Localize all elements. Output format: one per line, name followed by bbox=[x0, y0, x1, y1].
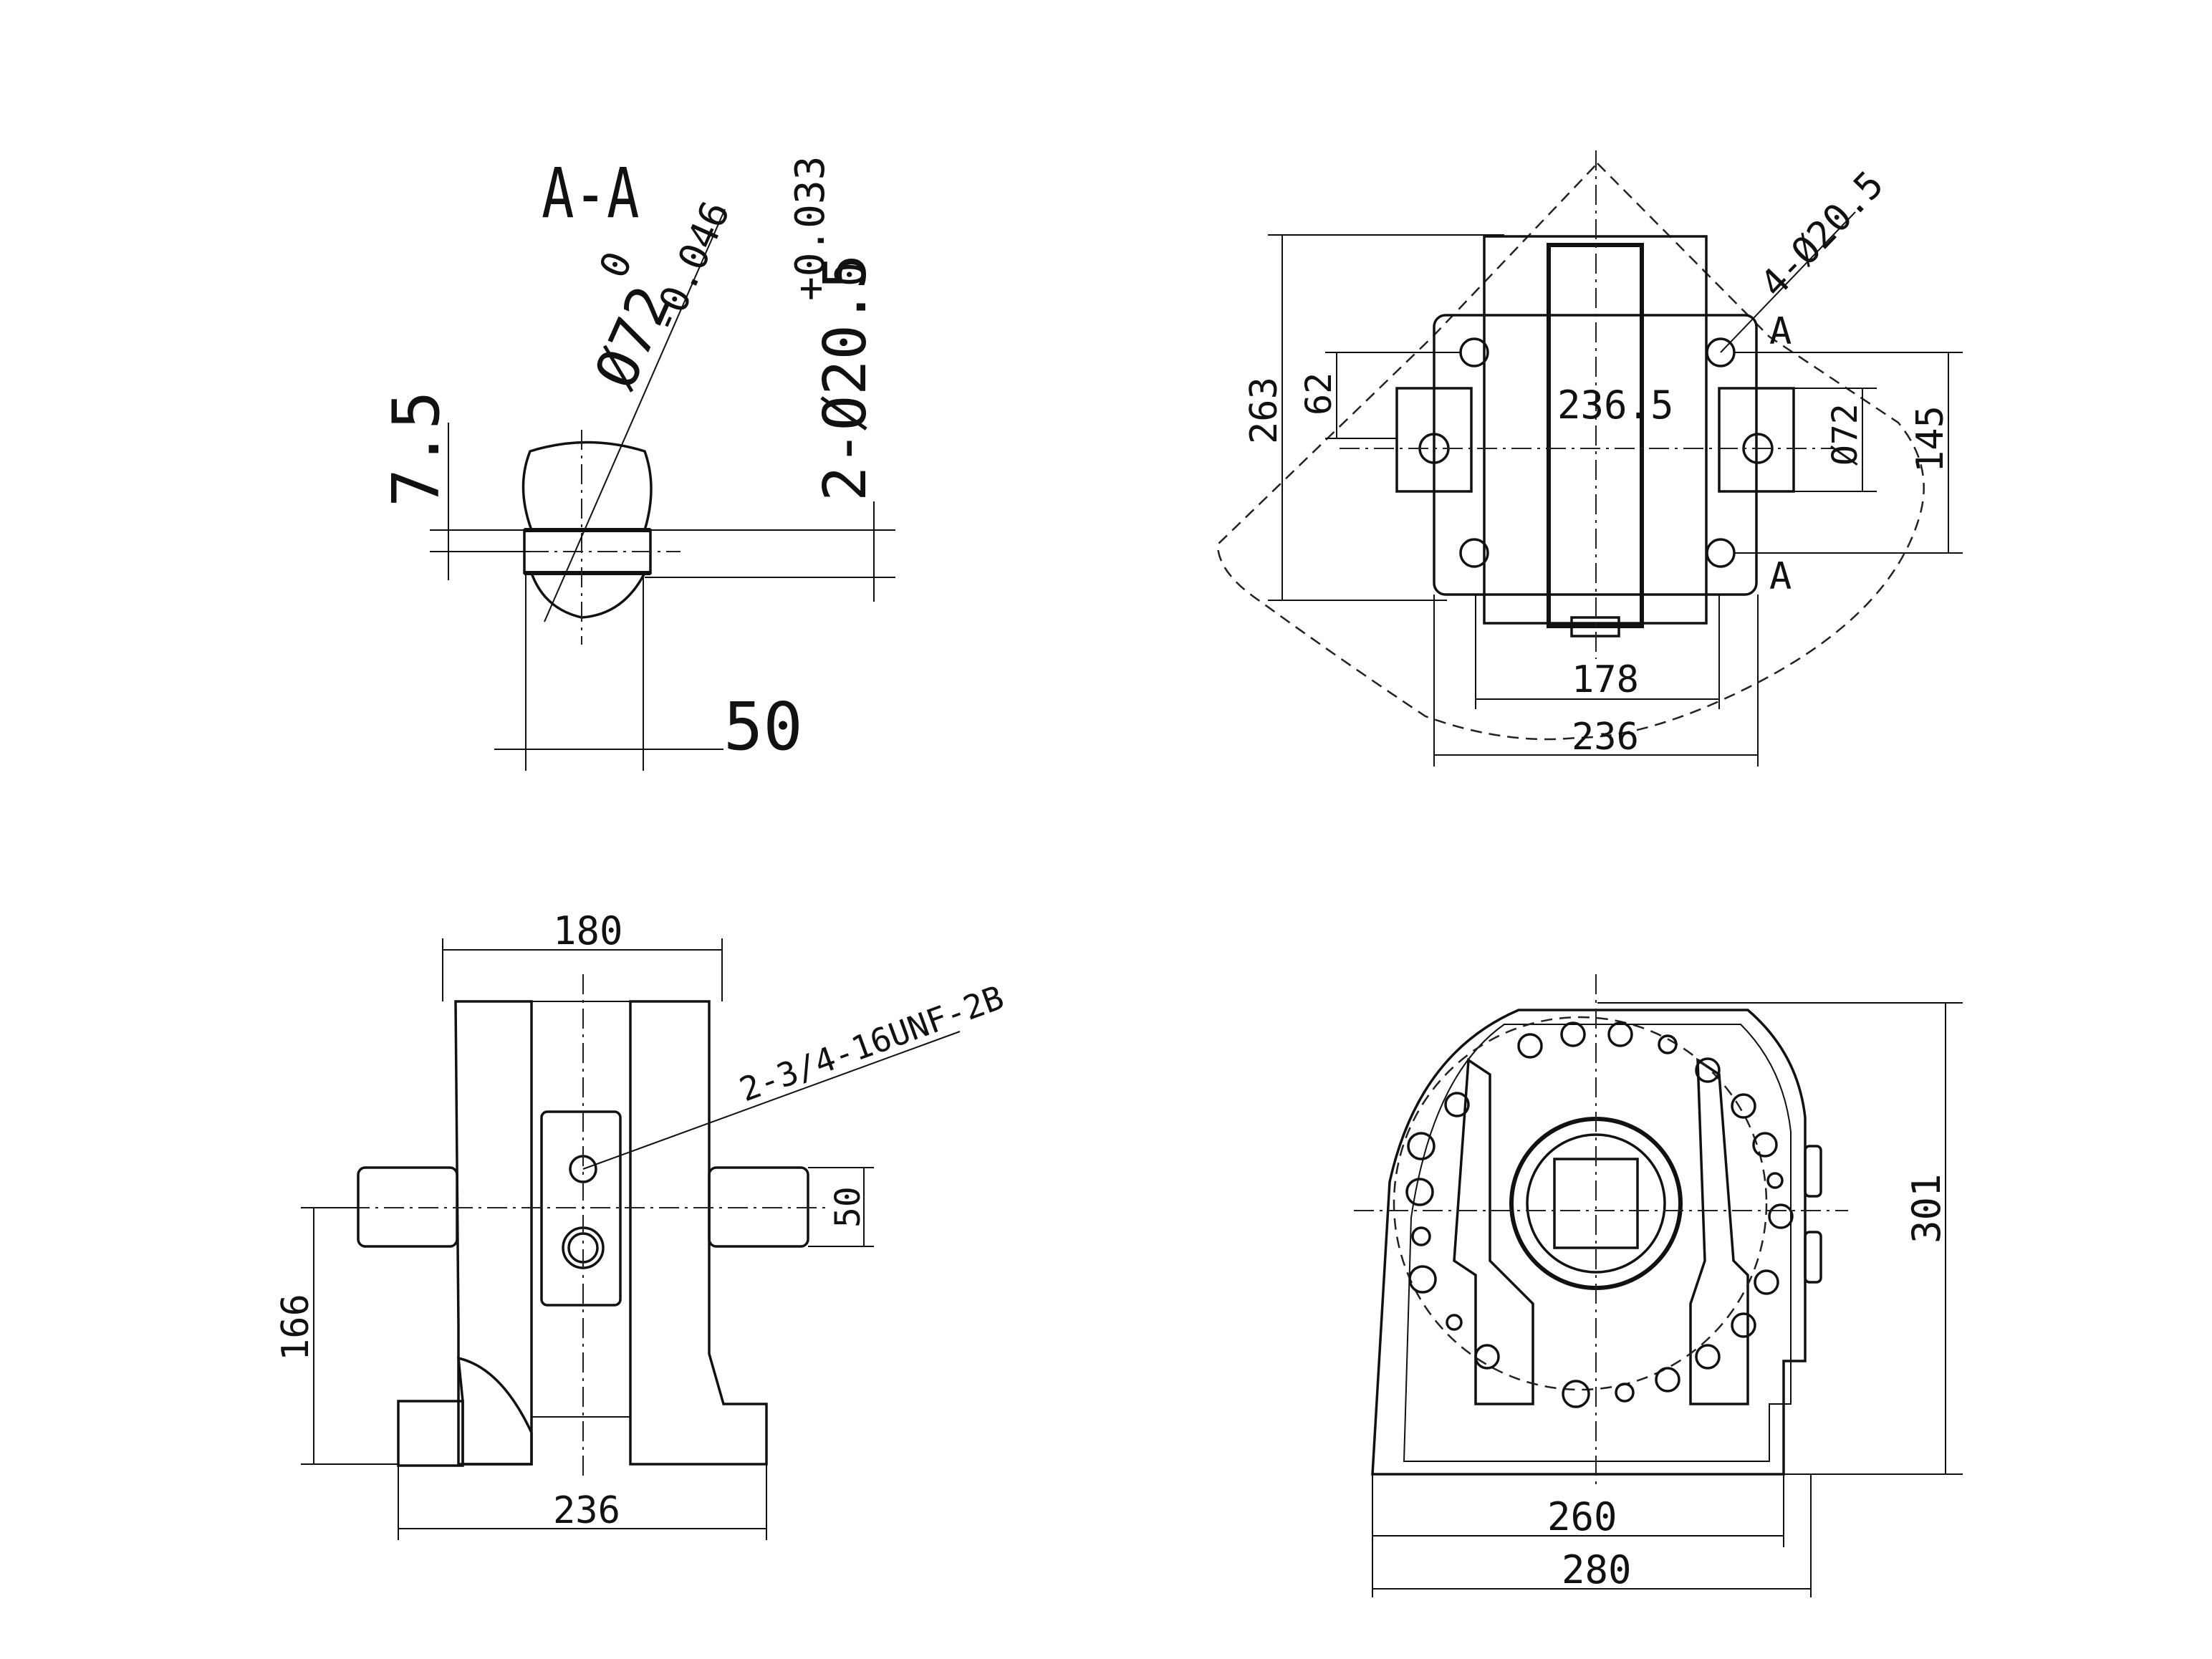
slot-label: 2-Ø20.5 bbox=[812, 254, 880, 501]
side-inner-width-label: 260 bbox=[1547, 1494, 1617, 1539]
mount-hole bbox=[1459, 538, 1489, 568]
side-height-label: 145 bbox=[1909, 405, 1952, 473]
top-height-label: 263 bbox=[1243, 377, 1286, 444]
section-mark-a-bottom: A bbox=[1769, 555, 1792, 598]
pin-diameter-tol-lower: -0.046 bbox=[640, 194, 739, 340]
mount-hole bbox=[1706, 538, 1736, 568]
pin-width-label: 50 bbox=[828, 1186, 868, 1228]
thread-label: 2-3/4-16UNF-2B bbox=[734, 978, 1009, 1109]
slot-tol-upper: +0.033 bbox=[787, 156, 834, 301]
side-view: 301 260 280 bbox=[1354, 974, 1963, 1597]
pin-section bbox=[494, 430, 681, 645]
front-height-label: 166 bbox=[274, 1294, 317, 1361]
pin-diameter-tol-upper: 0 bbox=[590, 245, 641, 284]
outer-width-label: 236 bbox=[1572, 716, 1639, 759]
spacing-label: 62 bbox=[1298, 372, 1340, 415]
slot-tol-lower: 0 bbox=[827, 262, 874, 287]
side-height-label: 301 bbox=[1904, 1173, 1949, 1244]
bolt-pattern bbox=[1405, 1021, 1794, 1408]
holes-label: 4-Ø20.5 bbox=[1752, 163, 1892, 306]
top-width-label: 180 bbox=[553, 908, 623, 953]
front-view: 180 2-3/4-16UNF-2B 50 166 236 bbox=[274, 908, 1009, 1540]
top-view: 4-Ø20.5 A A 263 62 236.5 Ø72 145 178 23 bbox=[1216, 150, 1963, 766]
center-width-label: 236.5 bbox=[1557, 383, 1674, 428]
inner-width-label: 178 bbox=[1572, 658, 1639, 701]
pin-dia-label: Ø72 bbox=[1825, 403, 1865, 466]
offset-label: 7.5 bbox=[379, 390, 454, 507]
section-view-a-a: A-A Ø72 0 -0.046 2-Ø20.5 +0.033 0 7.5 bbox=[379, 154, 895, 771]
base-width-label: 236 bbox=[553, 1489, 620, 1532]
side-outer-width-label: 280 bbox=[1562, 1547, 1632, 1592]
section-title: A-A bbox=[542, 154, 640, 234]
section-width-label: 50 bbox=[723, 688, 803, 765]
section-mark-a-top: A bbox=[1769, 310, 1792, 353]
